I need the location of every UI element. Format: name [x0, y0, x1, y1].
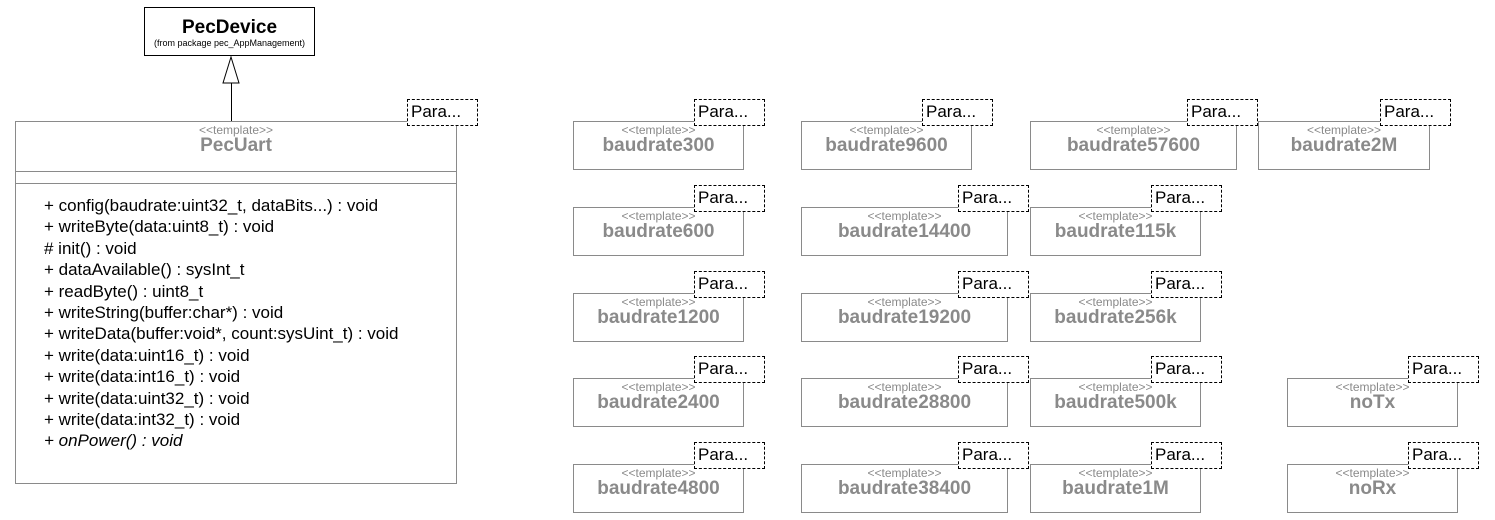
- class-baudrate9600[interactable]: <<template>> baudrate9600: [801, 121, 972, 170]
- stereotype-label: <<template>>: [867, 209, 942, 223]
- stereotype-label: <<template>>: [1078, 209, 1153, 223]
- stereotype-label: <<template>>: [1078, 466, 1153, 480]
- template-parameter-tab[interactable]: Para...: [922, 99, 993, 126]
- stereotype-label: <<template>>: [867, 380, 942, 394]
- template-parameter-tab[interactable]: Para...: [694, 356, 765, 383]
- stereotype-label: <<template>>: [621, 380, 696, 394]
- class-name: baudrate115k: [1054, 221, 1177, 242]
- operation: + write(data:uint16_t) : void: [44, 345, 250, 365]
- class-notx[interactable]: <<template>> noTx: [1287, 378, 1458, 427]
- class-name: baudrate19200: [837, 307, 972, 328]
- class-name: baudrate600: [602, 221, 715, 242]
- class-norx[interactable]: <<template>> noRx: [1287, 464, 1458, 513]
- stereotype-label: <<template>>: [621, 209, 696, 223]
- template-parameter-tab[interactable]: Para...: [694, 185, 765, 212]
- generalization-line: [231, 83, 232, 122]
- class-name: baudrate300: [602, 135, 715, 156]
- template-parameter-tab[interactable]: Para...: [1408, 442, 1479, 469]
- class-pecuart[interactable]: <<template>> PecUart + config(baudrate:u…: [15, 121, 457, 484]
- class-baudrate4800[interactable]: <<template>> baudrate4800: [573, 464, 744, 513]
- operation: + writeData(buffer:void*, count:sysUint_…: [44, 324, 399, 344]
- operation: + writeString(buffer:char*) : void: [44, 303, 284, 323]
- stereotype-label: <<template>>: [849, 123, 924, 137]
- class-name: noTx: [1349, 392, 1396, 413]
- class-pecdevice[interactable]: PecDevice (from package pec_AppManagemen…: [144, 7, 315, 56]
- template-parameter-tab[interactable]: Para...: [958, 442, 1029, 469]
- template-parameter-tab[interactable]: Para...: [958, 356, 1029, 383]
- operation: + readByte() : uint8_t: [44, 281, 204, 301]
- class-baudrate300[interactable]: <<template>> baudrate300: [573, 121, 744, 170]
- class-name: baudrate14400: [837, 221, 972, 242]
- generalization-arrowhead-icon: [222, 56, 240, 84]
- operation: # init() : void: [44, 238, 137, 258]
- operation-abstract: + onPower() : void: [44, 431, 183, 451]
- stereotype-label: <<template>>: [1096, 123, 1171, 137]
- operation: + write(data:int32_t) : void: [44, 410, 241, 430]
- class-baudrate57600[interactable]: <<template>> baudrate57600: [1030, 121, 1237, 170]
- attributes-separator: [16, 171, 456, 172]
- class-name: noRx: [1348, 478, 1397, 499]
- class-name: baudrate2M: [1290, 135, 1398, 156]
- class-baudrate2m[interactable]: <<template>> baudrate2M: [1258, 121, 1430, 170]
- operations-list: + config(baudrate:uint32_t, dataBits...)…: [44, 195, 399, 452]
- stereotype-label: <<template>>: [621, 295, 696, 309]
- stereotype-label: <<template>>: [1078, 380, 1153, 394]
- stereotype-label: <<template>>: [1306, 123, 1382, 137]
- class-name: baudrate57600: [1066, 135, 1201, 156]
- template-parameter-tab[interactable]: Para...: [407, 99, 478, 126]
- stereotype-label: <<template>>: [621, 123, 696, 137]
- class-baudrate115k[interactable]: <<template>> baudrate115k: [1030, 207, 1201, 256]
- template-parameter-tab[interactable]: Para...: [958, 271, 1029, 298]
- class-name: baudrate256k: [1054, 307, 1177, 328]
- class-baudrate1m[interactable]: <<template>> baudrate1M: [1030, 464, 1201, 513]
- class-name: baudrate500k: [1054, 392, 1177, 413]
- class-name: PecDevice: [181, 17, 278, 38]
- template-parameter-tab[interactable]: Para...: [1151, 356, 1222, 383]
- class-name: baudrate28800: [837, 392, 972, 413]
- stereotype-label: <<template>>: [1335, 380, 1410, 394]
- operations-separator: [16, 183, 456, 184]
- template-parameter-tab[interactable]: Para...: [1187, 99, 1258, 126]
- template-parameter-tab[interactable]: Para...: [1151, 271, 1222, 298]
- class-name: PecUart: [200, 135, 272, 156]
- stereotype-label: <<template>>: [621, 466, 696, 480]
- class-baudrate256k[interactable]: <<template>> baudrate256k: [1030, 293, 1201, 342]
- class-baudrate28800[interactable]: <<template>> baudrate28800: [801, 378, 1008, 427]
- template-parameter-tab[interactable]: Para...: [1380, 99, 1451, 126]
- class-name: baudrate9600: [825, 135, 948, 156]
- operation: + dataAvailable() : sysInt_t: [44, 260, 245, 280]
- operation: + write(data:uint32_t) : void: [44, 388, 250, 408]
- operation: + writeByte(data:uint8_t) : void: [44, 217, 275, 237]
- stereotype-label: <<template>>: [867, 295, 942, 309]
- operation: + write(data:int16_t) : void: [44, 367, 241, 387]
- class-name: baudrate38400: [837, 478, 972, 499]
- template-parameter-tab[interactable]: Para...: [694, 442, 765, 469]
- template-parameter-tab[interactable]: Para...: [958, 185, 1029, 212]
- class-baudrate500k[interactable]: <<template>> baudrate500k: [1030, 378, 1201, 427]
- operation: + config(baudrate:uint32_t, dataBits...)…: [44, 196, 379, 215]
- template-parameter-tab[interactable]: Para...: [694, 271, 765, 298]
- stereotype-label: <<template>>: [1078, 295, 1153, 309]
- class-baudrate19200[interactable]: <<template>> baudrate19200: [801, 293, 1008, 342]
- template-parameter-tab[interactable]: Para...: [1408, 356, 1479, 383]
- class-baudrate1200[interactable]: <<template>> baudrate1200: [573, 293, 744, 342]
- class-name: baudrate1200: [597, 307, 720, 328]
- class-baudrate38400[interactable]: <<template>> baudrate38400: [801, 464, 1008, 513]
- class-baudrate14400[interactable]: <<template>> baudrate14400: [801, 207, 1008, 256]
- stereotype-label: <<template>>: [198, 123, 274, 137]
- package-label: (from package pec_AppManagement): [153, 38, 306, 48]
- class-baudrate600[interactable]: <<template>> baudrate600: [573, 207, 744, 256]
- stereotype-label: <<template>>: [867, 466, 942, 480]
- stereotype-label: <<template>>: [1335, 466, 1410, 480]
- class-name: baudrate2400: [597, 392, 720, 413]
- template-parameter-tab[interactable]: Para...: [694, 99, 765, 126]
- class-baudrate2400[interactable]: <<template>> baudrate2400: [573, 378, 744, 427]
- template-parameter-tab[interactable]: Para...: [1151, 442, 1222, 469]
- class-name: baudrate1M: [1062, 478, 1169, 499]
- template-parameter-tab[interactable]: Para...: [1151, 185, 1222, 212]
- class-name: baudrate4800: [597, 478, 720, 499]
